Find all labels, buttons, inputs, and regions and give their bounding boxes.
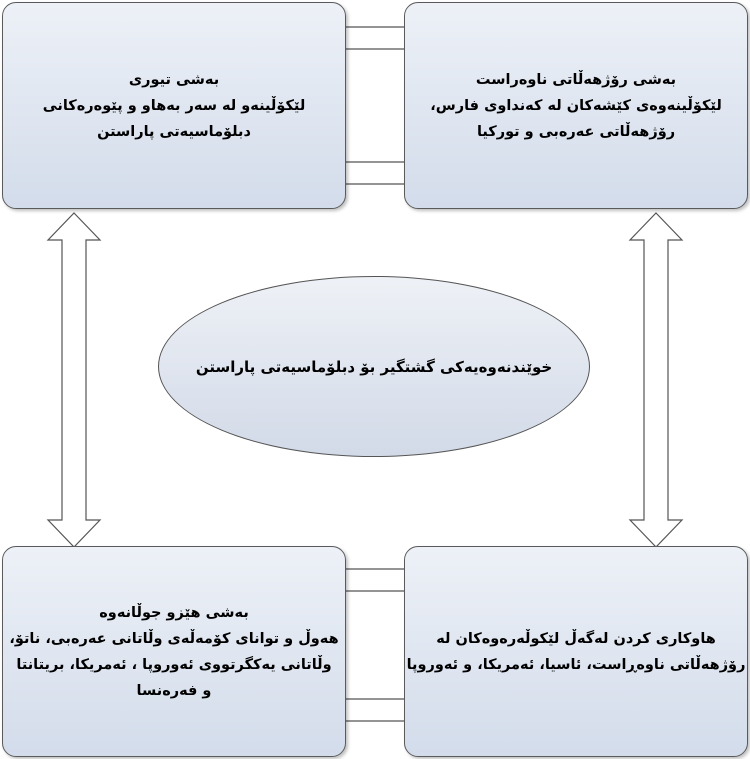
box-line: هاوکاری کردن لەگەڵ لێکوڵەرەوەکان لە <box>436 630 716 647</box>
box-line: لێکۆڵینەو لە سەر بەهاو و پێوەرەکانی <box>42 97 306 114</box>
box-title: بەشی تیوری <box>128 71 220 88</box>
box-line: رۆژهەڵاتی عەرەبی و تورکیا <box>476 123 676 140</box>
box-theory-section: بەشی تیوری لێکۆڵینەو لە سەر بەهاو و پێوە… <box>2 2 346 209</box>
arrow-left-vertical <box>46 212 102 548</box>
box-middle-east-section: بەشی رۆژهەڵاتی ناوەراست لێکۆڵینەوەی کێشە… <box>404 2 748 209</box>
box-forces-movements-section: بەشی هێزو جوڵانەوە هەوڵ و توانای کۆمەڵەی… <box>2 546 346 757</box>
box-line: لێکۆڵینەوەی کێشەکان لە کەنداوی فارس، <box>430 97 722 114</box>
box-line: دبلۆماسیەتی پاراستن <box>97 123 251 140</box>
box-title: بەشی هێزو جوڵانەوە <box>99 604 249 621</box>
box-line: هەوڵ و توانای کۆمەڵەی وڵاتانی عەرەبی، نا… <box>9 630 339 647</box>
center-ellipse: خوێندنەوەیەکی گشتگیر بۆ دبلۆماسیەتی پارا… <box>158 276 590 457</box>
arrow-right-vertical <box>628 212 684 548</box>
box-line: و فەرەنسا <box>136 682 212 699</box>
center-text: خوێندنەوەیەکی گشتگیر بۆ دبلۆماسیەتی پارا… <box>195 357 553 376</box>
box-cooperation-section: هاوکاری کردن لەگەڵ لێکوڵەرەوەکان لە رۆژه… <box>404 546 748 757</box>
box-line: رۆژهەڵاتی ناوەڕاست، ئاسیا، ئەمریکا، و ئە… <box>406 656 746 673</box>
box-title: بەشی رۆژهەڵاتی ناوەراست <box>475 71 677 88</box>
box-line: وڵاتانی یەکگرتووی ئەوروپا ، ئەمریکا، بری… <box>16 656 332 673</box>
